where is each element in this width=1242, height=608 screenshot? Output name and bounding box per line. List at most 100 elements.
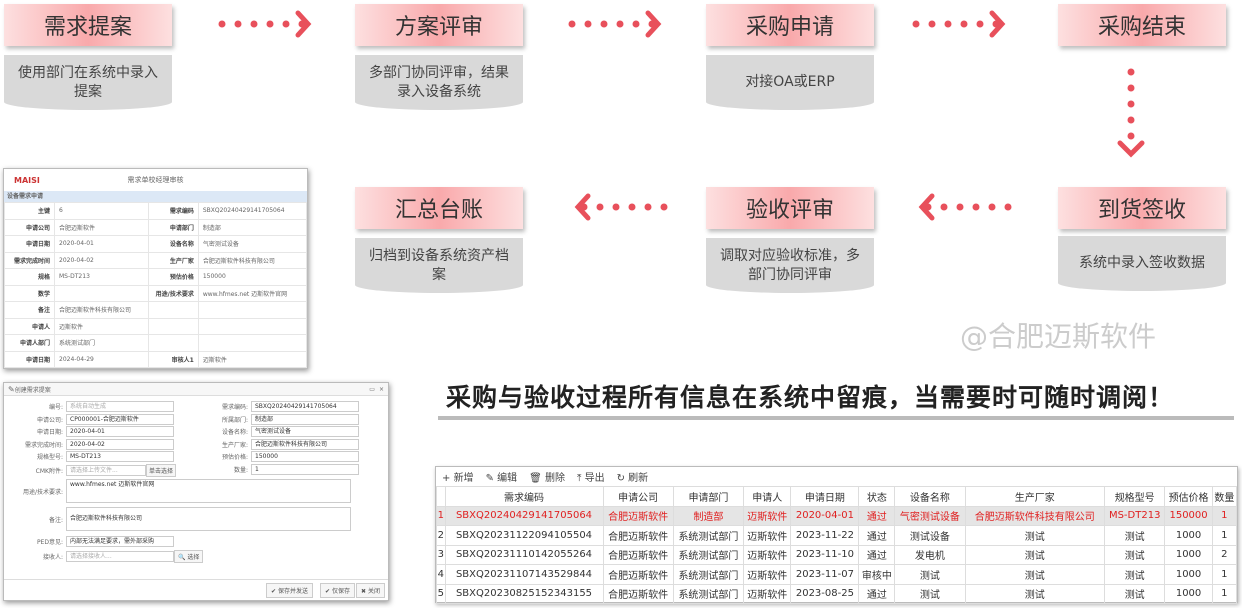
column-header[interactable]: 申请公司 [602,486,674,507]
arrow-head [295,10,312,38]
select-receiver-button[interactable]: 🔍 选择 [174,550,204,563]
column-header[interactable] [436,486,446,507]
plus-icon: + [442,473,454,484]
field-input[interactable]: 1 [251,463,359,475]
audit-value: 2024-04-29 [54,350,149,368]
arrow-dot [628,203,636,211]
table-cell: 1000 [1164,564,1213,585]
audit-label: 生产厂家 [147,251,199,269]
upload-button[interactable]: 单击选择 [146,463,177,477]
close-icon[interactable]: × [378,385,384,393]
field-input[interactable]: 2020-04-01 [66,426,174,437]
table-cell: 迈斯软件 [743,583,792,604]
audit-value: 合肥迈斯软件科技有限公司 [54,301,149,319]
table-cell: SBXQ20231110142055264 [444,544,604,565]
table-cell: 测试 [1103,544,1166,565]
maximize-icon[interactable]: ▭ [369,385,375,393]
form-row: 需求完成时间:2020-04-02 [4,438,174,450]
field-label: 生产厂家: [221,441,248,449]
close-button[interactable]: ✖ 关闭 [356,583,385,598]
arrow-dot [940,203,948,211]
form-row: 规格型号:MS-DT213 [4,451,174,462]
field-input[interactable]: CP000001-合肥迈斯软件 [66,413,174,425]
column-header[interactable]: 数量 [1211,486,1238,507]
save-and-send-button[interactable]: ✔ 保存并发送 [266,583,313,598]
field-input[interactable]: 2020-04-02 [66,438,174,450]
table-cell: 1 [1211,583,1238,604]
audit-label: 数学 [4,284,55,302]
audit-value: 迈斯软件 [197,350,308,368]
field-input[interactable]: 气密测试设备 [251,426,359,437]
column-header[interactable]: 规格型号 [1103,486,1166,507]
field-input[interactable]: 系统自动生成 [66,401,174,412]
step-acceptance-review: 验收评审 [706,187,874,229]
refresh-button[interactable]: ↻ 刷新 [617,469,649,484]
usage-textarea[interactable]: www.hfmes.net 迈斯软件官网 [66,479,351,503]
edit-button[interactable]: ✎ 编辑 [486,469,518,484]
column-header[interactable]: 设备名称 [894,486,966,507]
arrow-dot [568,20,576,28]
audit-value: SBXQ20240429141705064 [197,202,308,220]
column-header[interactable]: 状态 [858,486,896,507]
table-cell: 合肥迈斯软件 [602,525,674,546]
step-demand-proposal: 需求提案 [4,4,172,46]
table-cell: SBXQ20240429141705064 [444,505,604,526]
field-input[interactable]: MS-DT213 [66,451,174,462]
column-header[interactable]: 生产厂家 [964,486,1105,507]
audit-label: 用途/技术要求 [147,284,199,302]
field-input[interactable]: 合肥迈斯软件科技有限公司 [251,438,359,450]
audit-value: 150000 [197,268,308,286]
audit-value: 系统测试部门 [54,334,149,352]
export-button[interactable]: ⤒ 导出 [577,469,605,484]
flow-arrow [574,193,668,221]
save-button[interactable]: ✔ 仅保存 [320,583,355,598]
add-button[interactable]: + 新增 [442,469,474,484]
audit-value: 迈斯软件 [54,317,149,335]
table-cell: 迈斯软件 [743,564,792,585]
audit-value: 合肥迈斯软件 [54,218,149,236]
delete-button[interactable]: 🗑 删除 [529,469,565,484]
audit-label: 需求完成时间 [4,251,55,269]
table-cell: 测试 [964,525,1105,546]
form-row: 生产厂家:合肥迈斯软件科技有限公司 [189,438,359,450]
field-input[interactable]: 150000 [251,451,359,462]
field-input[interactable]: 请选择上传文件... [66,464,146,476]
table-cell: 4 [436,564,446,585]
arrow-dot [972,203,980,211]
column-header[interactable]: 申请部门 [672,486,745,507]
refresh-icon: ↻ [616,473,629,484]
table-cell: 3 [436,544,446,565]
table-cell: 测试 [1103,525,1166,546]
field-input[interactable]: SBXQ20240429141705064 [251,401,359,412]
audit-value: 制造部 [197,218,308,236]
grid-toolbar: + 新增 ✎ 编辑 🗑 删除 ⤒ 导出 ↻ 刷新 [436,467,1237,486]
table-cell: 2 [1211,544,1238,565]
arrow-dot [912,20,920,28]
form-row: 数量:1 [189,463,359,475]
arrow-dot [1127,116,1135,124]
receiver-input[interactable]: 请选择接收人... [66,551,174,562]
arrow-head [574,193,591,221]
step-ledger-summary: 汇总台账 [355,187,523,229]
audit-label: 主键 [4,202,55,220]
table-cell: 2023-11-10 [790,544,860,565]
note-textarea[interactable]: 合肥迈斯软件科技有限公司 [66,507,351,531]
column-header[interactable]: 预估价格 [1164,486,1213,507]
column-header[interactable]: 申请日期 [790,486,860,507]
audit-label: 备注 [4,301,55,319]
field-input[interactable]: 制造部 [251,413,359,425]
form-row: 编号:系统自动生成 [4,401,174,412]
proposal-grid: + 新增 ✎ 编辑 🗑 删除 ⤒ 导出 ↻ 刷新 需求编码申请公司申请部门申请人申请日期… [435,466,1238,604]
column-header[interactable]: 申请人 [743,486,792,507]
table-cell: 审核中 [858,564,896,585]
table-cell: 合肥迈斯软件 [602,564,674,585]
column-header[interactable]: 需求编码 [444,486,604,507]
ped-select[interactable]: 内部无法满足要求，需外部采购 [66,536,174,547]
